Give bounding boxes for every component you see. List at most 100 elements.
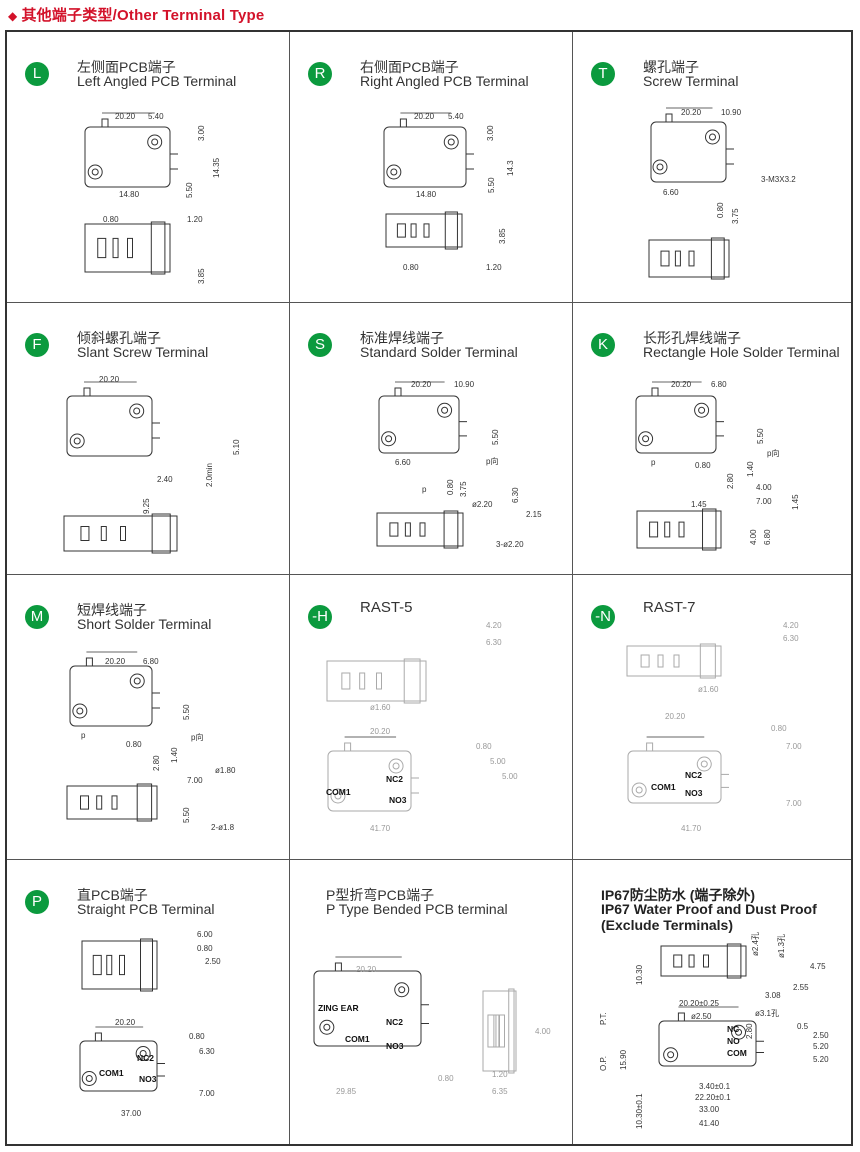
dimension-label: 4.00	[749, 529, 758, 545]
dimension-label: 1.45	[791, 494, 800, 510]
dimension-drawing	[79, 938, 165, 1092]
dimension-label: 37.00	[121, 1109, 142, 1118]
dimension-label: p	[81, 731, 86, 740]
dimension-label: NC	[727, 1024, 740, 1034]
dimension-label: 6.30	[199, 1047, 215, 1056]
page-header: ◆其他端子类型/Other Terminal Type	[8, 4, 264, 25]
dimension-label: 5.50	[491, 429, 500, 445]
dimension-label: ø1.3孔	[777, 933, 786, 958]
dimension-label: 20.20	[665, 712, 686, 721]
dimension-label: 2.80	[726, 473, 735, 489]
dimension-label: 1.45	[691, 500, 707, 509]
dimension-label: NC2	[685, 770, 703, 780]
terminal-cell-ip67-waterproof: IP67防尘防水 (端子除外)IP67 Water Proof and Dust…	[573, 860, 856, 1147]
switch-bottom-view	[81, 938, 158, 992]
dimension-label: COM1	[651, 782, 676, 792]
dimension-label: 33.00	[699, 1105, 720, 1114]
dimension-label: NC2	[386, 1017, 404, 1027]
dimension-label: 6.35	[492, 1087, 508, 1096]
dimension-label: 4.20	[783, 621, 799, 630]
dimension-label: 0.80	[197, 944, 213, 953]
terminal-title-en: Slant Screw Terminal	[77, 344, 209, 360]
dimension-label: 3.75	[731, 208, 740, 224]
dimension-label: 20.20	[356, 965, 377, 974]
dimension-label: 2.55	[793, 983, 809, 992]
dimension-label: 9.25	[142, 498, 151, 514]
terminal-title-cn: 标准焊线端子	[360, 330, 444, 346]
terminal-title-en: P Type Bended PCB terminal	[326, 901, 508, 917]
dimension-label: 5.50	[182, 704, 191, 720]
dimension-label: 4.00	[756, 483, 772, 492]
dimension-label: 4.20	[486, 621, 502, 630]
dimension-label: 6.30	[486, 638, 502, 647]
dimension-label: 5.50	[185, 182, 194, 198]
dimension-label: 1.40	[746, 461, 755, 477]
terminal-code-badge: -H	[308, 605, 332, 629]
dimension-label: 6.60	[663, 188, 679, 197]
dimension-label: 5.00	[490, 757, 506, 766]
switch-side-view	[327, 736, 419, 812]
dimension-label: 1.20	[187, 215, 203, 224]
switch-side-view	[383, 112, 474, 188]
dimension-label: 2.80	[745, 1023, 754, 1039]
dimension-drawing	[313, 956, 517, 1074]
dimension-label: COM1	[326, 787, 351, 797]
dimension-label: ø1.60	[370, 703, 391, 712]
terminal-code-badge: K	[591, 333, 615, 357]
switch-bottom-view	[326, 658, 427, 704]
dimension-label: 15.90	[619, 1049, 628, 1070]
terminal-code-badge: L	[25, 62, 49, 86]
dimension-label: ø2.4孔	[751, 931, 760, 956]
switch-side-view	[650, 107, 734, 183]
dimension-label: 7.00	[187, 776, 203, 785]
terminal-title-en: Left Angled PCB Terminal	[77, 73, 237, 89]
dimension-label: 7.00	[756, 497, 772, 506]
dimension-label: 0.80	[438, 1074, 454, 1083]
dimension-label: 0.80	[446, 479, 455, 495]
dimension-label: ø2.20	[472, 500, 493, 509]
dimension-label: 20.20±0.25	[679, 999, 719, 1008]
terminal-title-en: Standard Solder Terminal	[360, 344, 518, 360]
dimension-label: 6.60	[395, 458, 411, 467]
dimension-label: 14.3	[506, 160, 515, 176]
dimension-label: 1.20	[486, 263, 502, 272]
terminal-title-cn: P型折弯PCB端子	[326, 887, 435, 903]
dimension-label: 2-ø1.8	[211, 823, 235, 832]
switch-bottom-view	[66, 783, 158, 822]
dimension-label: NO3	[386, 1041, 404, 1051]
dimension-label: ø1.80	[215, 766, 236, 775]
dimension-label: 5.20	[813, 1055, 829, 1064]
diamond-icon: ◆	[8, 9, 18, 23]
row-divider	[7, 574, 851, 575]
dimension-drawing	[635, 381, 724, 551]
dimension-label: 3-M3X3.2	[761, 175, 796, 184]
dimension-label: 3.40±0.1	[699, 1082, 731, 1091]
dimension-drawing	[376, 381, 467, 549]
column-divider	[572, 32, 573, 1144]
dimension-label: 20.20	[681, 108, 702, 117]
dimension-label: 3.00	[486, 125, 495, 141]
dimension-label: ZING EAR	[318, 1003, 359, 1013]
dimension-label: 0.80	[716, 202, 725, 218]
row-divider	[7, 302, 851, 303]
dimension-label: 7.00	[786, 799, 802, 808]
switch-side-view	[635, 381, 724, 454]
dimension-label: 6.30	[511, 487, 520, 503]
dimension-label: 3.75	[459, 481, 468, 497]
switch-side-view	[79, 1026, 165, 1092]
dimension-label: 10.30±0.1	[635, 1093, 644, 1129]
dimension-label: p	[422, 485, 427, 494]
terminal-code-badge: M	[25, 605, 49, 629]
terminal-title-en: Rectangle Hole Solder Terminal	[643, 344, 840, 360]
dimension-label: 5.20	[813, 1042, 829, 1051]
dimension-label: 1.20	[492, 1070, 508, 1079]
dimension-label: NC2	[386, 774, 404, 784]
dimension-label: 6.80	[143, 657, 159, 666]
dimension-label: 41.70	[370, 824, 391, 833]
